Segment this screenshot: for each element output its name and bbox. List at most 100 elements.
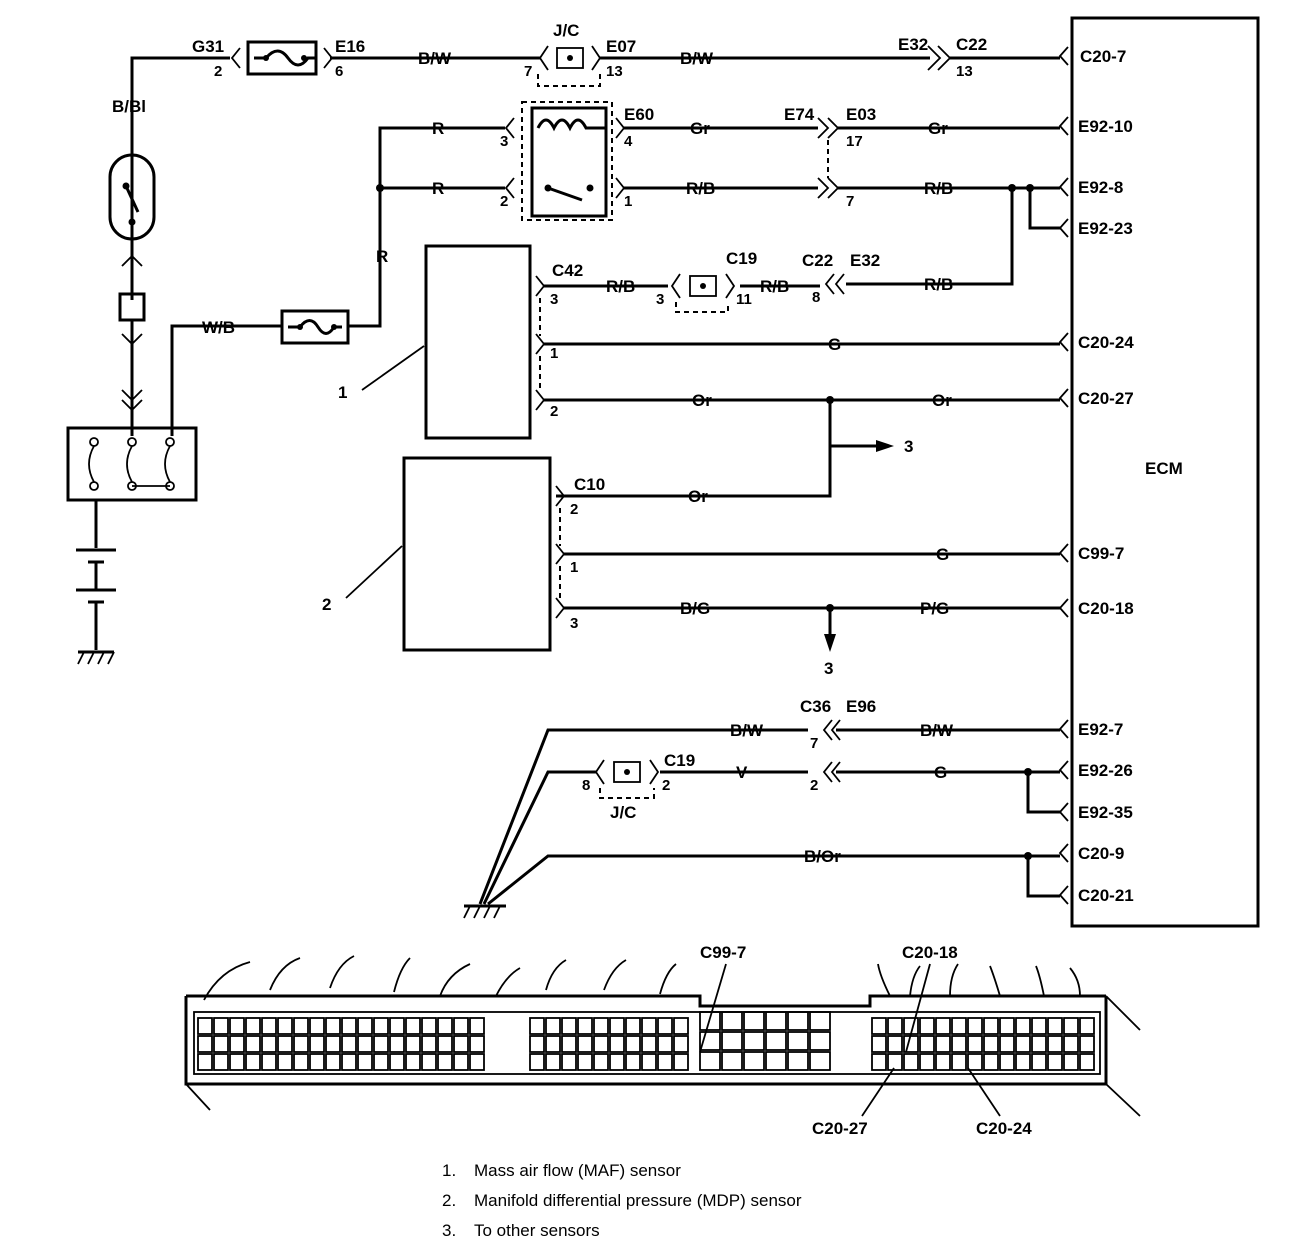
terminal-cell [787,1031,809,1051]
wire [556,400,832,498]
ecm-pin: E92-8 [1078,178,1123,197]
wire-color: Or [932,391,952,410]
wire-color: G [934,763,947,782]
ecm-pin: E92-23 [1078,219,1133,238]
ecm-pin: E92-35 [1078,803,1133,822]
terminal-cell [341,1053,357,1071]
connector-label: C19 [664,751,695,770]
connector-label: E32 [850,251,880,270]
terminal-cell [1063,1035,1079,1053]
wire-color: R/B [760,277,789,296]
terminal-cell [293,1035,309,1053]
legend-number: 1. [442,1161,456,1180]
terminal-cell [871,1017,887,1035]
inline-connector [822,719,841,741]
main-relay [504,101,626,221]
ecm-pin: E92-7 [1078,720,1123,739]
wire-color: B/W [730,721,764,740]
terminal-cell [229,1035,245,1053]
legend-number: 3. [442,1221,456,1240]
terminal-cell [743,1051,765,1071]
ignition-switch [108,153,156,241]
ecm-label: ECM [1145,459,1183,478]
terminal-cell [951,1035,967,1053]
leader-line [905,963,931,1053]
terminal-cell [967,1035,983,1053]
callout-line [345,545,403,599]
wire-color: G [936,545,949,564]
connector-view-label: C99-7 [700,943,746,962]
terminal-cell [593,1053,609,1071]
terminal-cell [309,1035,325,1053]
terminal-cell [245,1053,261,1071]
ecm-pin: C20-7 [1080,47,1126,66]
terminal-cell [1079,1053,1095,1071]
terminal-cell [245,1035,261,1053]
terminal-cell [529,1017,545,1035]
pin-label: 2 [500,193,508,210]
connector-label: E03 [846,105,876,124]
wire [478,728,1060,905]
pin-label: 17 [846,133,863,150]
terminal-cell [437,1053,453,1071]
terminal-cell [787,1051,809,1071]
arrow [824,634,836,652]
terminal-cell [721,1011,743,1031]
terminal-cell [721,1051,743,1071]
pin-label: 8 [582,777,590,794]
wire-color: Or [688,487,708,506]
terminal-cell [325,1035,341,1053]
terminal-cell [577,1035,593,1053]
terminal-cell [699,1031,721,1051]
pin-label: 3 [500,133,508,150]
terminal-cell [625,1053,641,1071]
terminal-cell [469,1053,485,1071]
legend-text: Mass air flow (MAF) sensor [474,1161,681,1180]
pin-label: 2 [810,777,818,794]
connector-label: C19 [726,249,757,268]
pin-label: 3 [550,291,558,308]
terminal-cell [765,1031,787,1051]
chevron [121,254,143,267]
terminal-cell [609,1035,625,1053]
terminal-cell [1031,1035,1047,1053]
terminal-cell [389,1035,405,1053]
ground-symbol [463,904,506,919]
wire-color: B/W [418,49,452,68]
terminal-cell [1015,1017,1031,1035]
terminal-cell [229,1017,245,1035]
terminal-cell [453,1035,469,1053]
junction [376,184,384,192]
pin-label: 7 [846,193,854,210]
connector-label: C10 [574,475,605,494]
terminal-cell [341,1017,357,1035]
terminal-cell [229,1053,245,1071]
ground-symbol [77,650,115,665]
wire-color: R [432,179,444,198]
terminal-cell [967,1053,983,1071]
ecm-connector-view [184,955,1141,1117]
leader-line [699,963,727,1053]
pin-label: 3 [570,615,578,632]
terminal-cell [919,1017,935,1035]
terminal-cell [261,1017,277,1035]
terminal-cell [245,1017,261,1035]
connector-label: C22 [802,251,833,270]
wire [482,770,1060,905]
terminal-cell [405,1017,421,1035]
terminal-cell [453,1017,469,1035]
terminal-cell [641,1035,657,1053]
wire-color: P/G [920,599,949,618]
terminal-cell [809,1031,831,1051]
terminal-cell [421,1035,437,1053]
terminal-cell [743,1031,765,1051]
wire-color: B/Bl [112,97,146,116]
wire-color: B/G [680,599,710,618]
inline-connector [927,45,952,71]
wire [348,126,505,328]
callout-number: 3 [824,659,833,678]
terminal-cell [293,1053,309,1071]
terminal-cell [293,1017,309,1035]
connector-label: C22 [956,35,987,54]
wire-color: R [376,247,388,266]
